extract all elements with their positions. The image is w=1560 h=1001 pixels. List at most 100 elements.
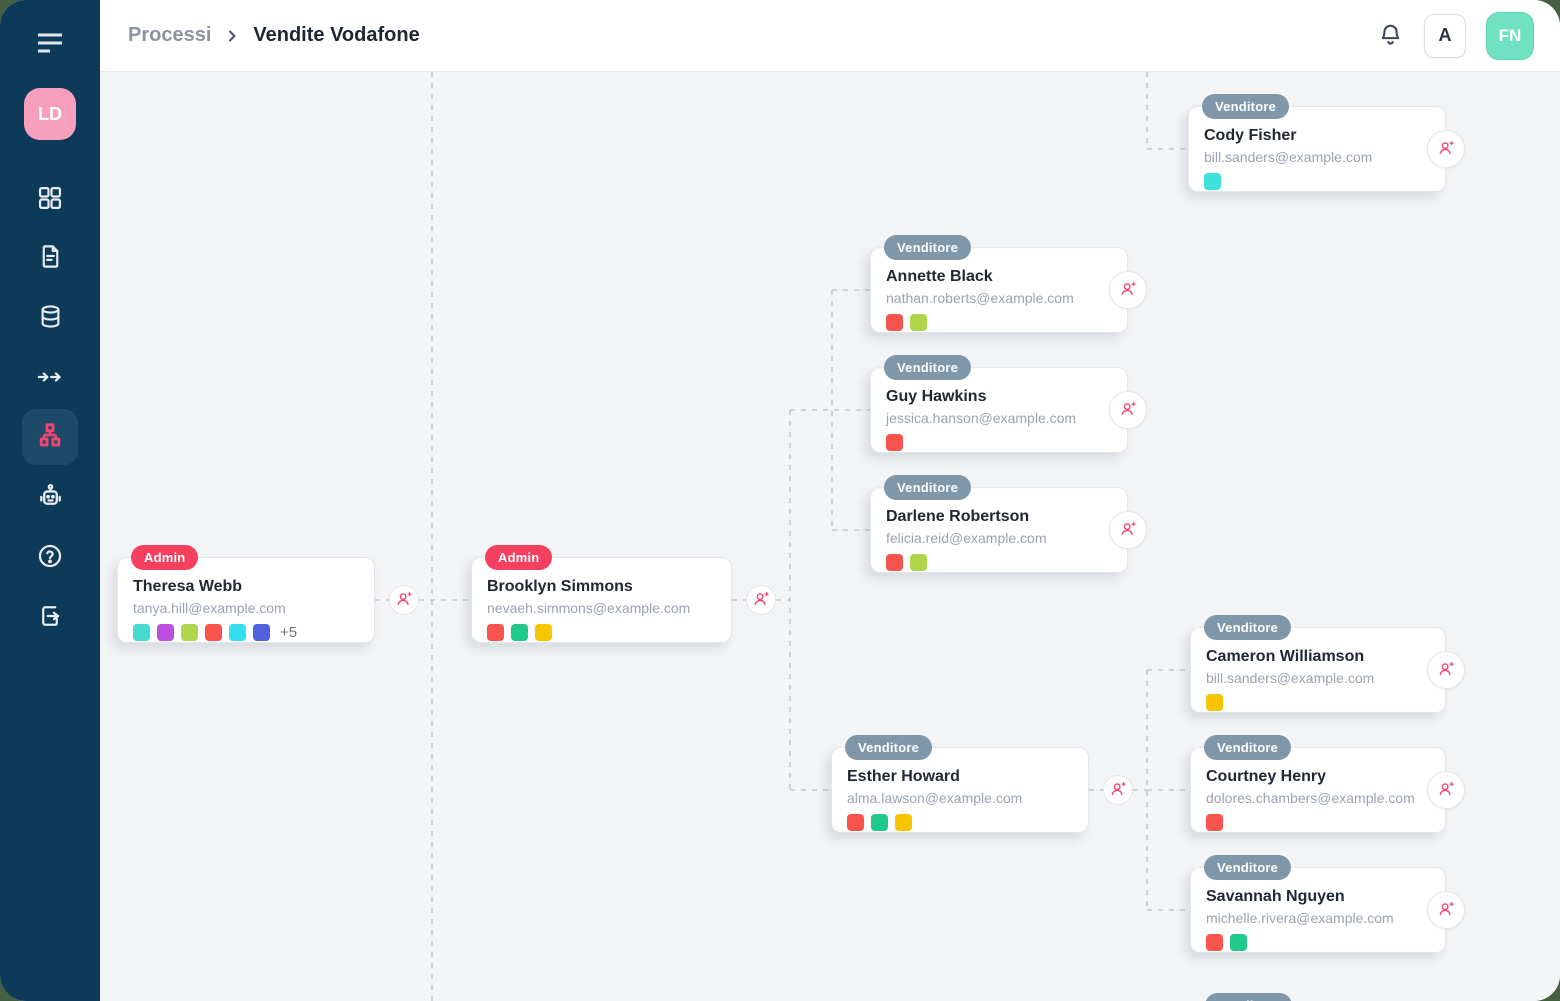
add-subordinate-button[interactable] [1427,771,1465,809]
org-node-card[interactable]: Venditore Cody Fisher bill.sanders@examp… [1188,94,1465,192]
tag-chip [910,314,927,331]
tag-chip [181,624,198,641]
logout-icon [36,602,64,633]
tag-chip [847,814,864,831]
role-badge: Venditore [1204,855,1292,880]
person-plus-icon [1108,779,1128,802]
person-name: Guy Hawkins [886,388,987,405]
org-node-card[interactable]: Venditore Esther Howard alma.lawson@exam… [831,735,1089,833]
sidebar-item-dashboard-grid[interactable] [22,171,78,227]
person-email: michelle.rivera@example.com [1206,910,1394,926]
org-node-card[interactable]: Venditore Cameron Williamson bill.sander… [1190,615,1465,713]
sidebar-item-help[interactable] [22,529,78,585]
person-name: Darlene Robertson [886,508,1030,525]
add-subordinate-button[interactable] [1427,130,1465,168]
header: Processi Vendite Vodafone [100,0,1560,72]
add-subordinate-button[interactable] [389,585,419,615]
org-node-card[interactable]: Admin Brooklyn Simmons nevaeh.simmons@ex… [471,545,732,643]
person-name: Savannah Nguyen [1206,888,1345,905]
tag-chip [910,554,927,571]
sidebar-item-double-arrow[interactable] [22,350,78,406]
org-node-card[interactable]: Venditore Courtney Henry dolores.chamber… [1190,735,1465,833]
tag-chip [1230,934,1247,951]
person-name: Esther Howard [847,768,960,785]
person-plus-icon [1436,138,1456,161]
person-email: dolores.chambers@example.com [1206,790,1415,806]
sidebar-item-database[interactable] [22,290,78,346]
document-icon [37,243,64,273]
org-node-card[interactable]: Venditore Savannah Nguyen michelle.river… [1190,855,1465,953]
person-plus-icon [1436,779,1456,802]
main-area: Processi Vendite Vodafone [100,0,1560,1001]
person-name: Brooklyn Simmons [487,578,633,595]
hamburger-menu-button[interactable] [30,26,70,62]
user-avatar[interactable]: FN [1486,11,1534,60]
role-badge: Venditore [1204,735,1292,760]
role-badge: Venditore [884,355,972,380]
role-badge: Venditore [1204,615,1292,640]
add-subordinate-button[interactable] [1427,891,1465,929]
page-title: Vendite Vodafone [253,24,420,46]
sidebar-item-logout[interactable] [22,589,78,645]
person-name: Theresa Webb [133,578,243,595]
org-node-card[interactable]: Venditore Darlene Robertson felicia.reid… [870,475,1147,573]
role-badge-partial: Venditore [1205,993,1293,1001]
org-node-card[interactable]: Venditore Annette Black nathan.roberts@e… [870,235,1147,333]
add-subordinate-button[interactable] [1103,775,1133,805]
notifications-button[interactable] [1377,21,1404,51]
connector-lines [375,72,1190,1001]
add-subordinate-button[interactable] [1109,391,1147,429]
org-node-card[interactable]: Admin Theresa Webb tanya.hill@example.co… [117,545,375,643]
hamburger-icon [35,33,65,59]
tag-chips [1206,814,1445,831]
tag-chip [253,624,270,641]
tag-chip [1206,814,1223,831]
tag-chips [1204,173,1445,190]
robot-icon [36,482,65,514]
tag-chip [871,814,888,831]
role-badge: Venditore [884,475,972,500]
sidebar-item-robot[interactable] [22,470,78,526]
tag-chip [886,554,903,571]
sidebar-item-org-chart[interactable] [22,409,78,465]
org-node-card[interactable]: Venditore Guy Hawkins jessica.hanson@exa… [870,355,1147,453]
header-actions: A FN [1377,11,1534,60]
tag-chips [1206,694,1445,711]
tag-chip [886,434,903,451]
person-plus-icon [1118,399,1138,422]
tag-chip [157,624,174,641]
add-subordinate-button[interactable] [746,585,776,615]
role-badge: Admin [485,545,553,570]
person-plus-icon [1118,279,1138,302]
person-email: felicia.reid@example.com [886,530,1047,546]
tag-chips [886,314,1127,331]
person-plus-icon [394,589,414,612]
add-subordinate-button[interactable] [1427,651,1465,689]
tag-chip [487,624,504,641]
add-subordinate-button[interactable] [1109,271,1147,309]
person-email: jessica.hanson@example.com [886,410,1077,426]
person-email: bill.sanders@example.com [1206,670,1375,686]
tag-chips [886,554,1127,571]
tag-chip [205,624,222,641]
sidebar: LD [0,0,100,1001]
breadcrumb: Processi Vendite Vodafone [128,24,420,47]
person-name: Courtney Henry [1206,768,1327,785]
role-badge: Venditore [1202,94,1290,119]
breadcrumb-parent[interactable]: Processi [128,24,212,46]
help-icon [36,542,64,573]
org-chart-icon [35,421,65,454]
add-subordinate-button[interactable] [1109,511,1147,549]
org-chart-canvas[interactable]: Admin Theresa Webb tanya.hill@example.co… [100,72,1560,1001]
tag-chip [1206,694,1223,711]
sidebar-avatar[interactable]: LD [24,88,76,140]
person-plus-icon [751,589,771,612]
role-badge: Venditore [884,235,972,260]
sidebar-item-document[interactable] [22,230,78,286]
shortcut-key-button[interactable]: A [1424,13,1466,58]
person-name: Cody Fisher [1204,127,1297,144]
tag-chip [895,814,912,831]
dashboard-grid-icon [36,184,64,215]
tag-chip [1206,934,1223,951]
